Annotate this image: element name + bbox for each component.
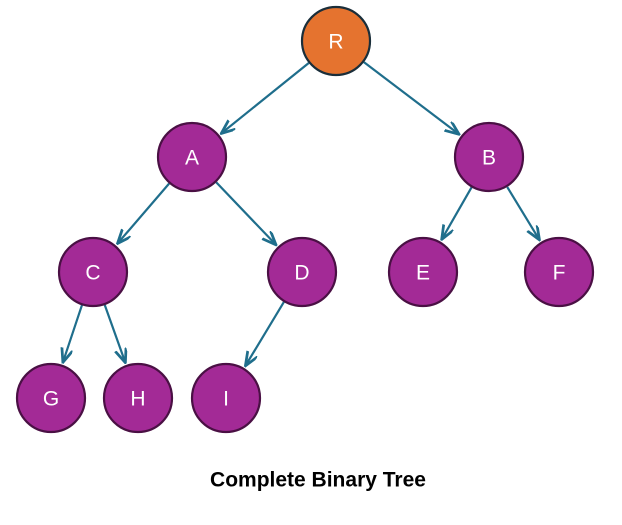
- tree-node-h[interactable]: H: [102, 362, 174, 434]
- tree-node-a[interactable]: A: [156, 121, 228, 193]
- tree-node-i[interactable]: I: [190, 362, 262, 434]
- tree-node-r[interactable]: R: [300, 5, 372, 77]
- node-label-h: H: [130, 388, 145, 411]
- node-label-d: D: [294, 262, 309, 285]
- tree-edge-r-a: [222, 62, 310, 133]
- tree-node-c[interactable]: C: [57, 236, 129, 308]
- tree-edge-b-e: [442, 186, 473, 239]
- node-circle-d[interactable]: [266, 236, 338, 308]
- node-label-r: R: [328, 31, 343, 54]
- node-label-e: E: [416, 262, 430, 285]
- node-circle-f[interactable]: [523, 236, 595, 308]
- node-circle-r[interactable]: [300, 5, 372, 77]
- tree-node-e[interactable]: E: [387, 236, 459, 308]
- node-label-a: A: [185, 147, 199, 170]
- tree-edge-c-g: [63, 304, 83, 362]
- node-circle-b[interactable]: [453, 121, 525, 193]
- node-circle-g[interactable]: [15, 362, 87, 434]
- tree-node-g[interactable]: G: [15, 362, 87, 434]
- node-label-f: F: [553, 262, 566, 285]
- node-circle-a[interactable]: [156, 121, 228, 193]
- tree-edge-a-d: [215, 181, 276, 244]
- node-label-c: C: [85, 262, 100, 285]
- tree-node-f[interactable]: F: [523, 236, 595, 308]
- diagram-caption: Complete Binary Tree: [210, 469, 426, 492]
- tree-edge-b-f: [506, 186, 539, 240]
- node-circle-c[interactable]: [57, 236, 129, 308]
- node-circle-e[interactable]: [387, 236, 459, 308]
- nodes-layer: R A B C D E F G H I: [15, 5, 595, 434]
- node-label-b: B: [482, 147, 496, 170]
- edges-layer: [63, 61, 539, 365]
- tree-node-d[interactable]: D: [266, 236, 338, 308]
- node-circle-i[interactable]: [190, 362, 262, 434]
- node-circle-h[interactable]: [102, 362, 174, 434]
- tree-edge-r-b: [363, 61, 459, 134]
- tree-edge-c-h: [103, 304, 125, 362]
- tree-edge-d-i: [246, 301, 285, 365]
- tree-edge-a-c: [118, 182, 170, 244]
- node-label-i: I: [223, 388, 229, 411]
- tree-node-b[interactable]: B: [453, 121, 525, 193]
- node-label-g: G: [43, 388, 59, 411]
